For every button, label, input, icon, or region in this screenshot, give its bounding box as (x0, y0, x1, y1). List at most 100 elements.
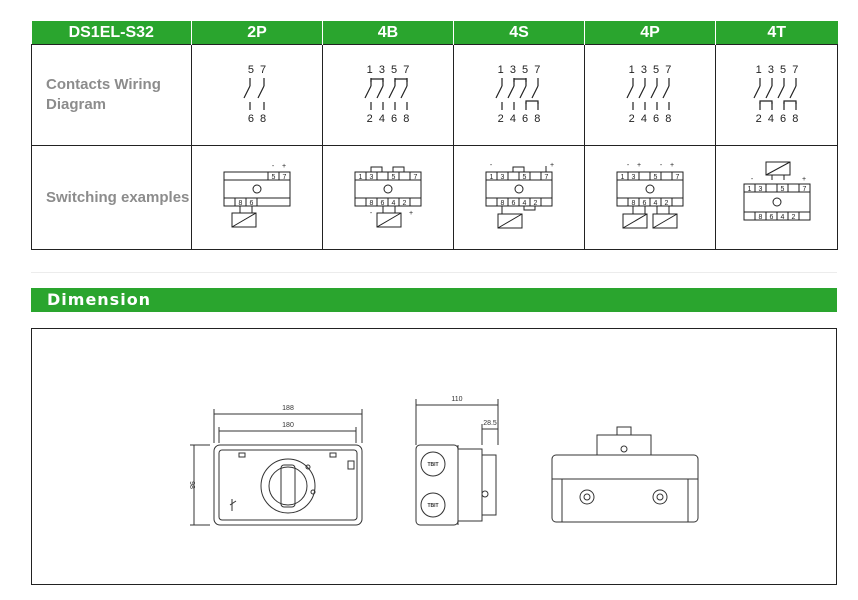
dimension-drawing-frame: 188 180 98 110 28.5 TBIT TBIT (31, 328, 837, 585)
switching-diagram-4s: 1 3 5 7 8 6 4 2 - + (485, 162, 554, 229)
terminal-number: 8 (758, 214, 762, 221)
column-header-4t: 4T (715, 21, 838, 45)
terminal-number: 5 (654, 174, 658, 181)
wiring-bottom-numbers: 2 4 6 8 (498, 113, 541, 125)
wiring-cell-4b: 1 3 5 7 2 4 6 8 (322, 44, 454, 147)
terminal-number: 7 (414, 174, 418, 181)
terminal-number: 3 (632, 174, 636, 181)
wiring-cell-4s: 1 3 5 7 2 4 6 8 (453, 44, 585, 147)
wiring-bottom-numbers: 6 8 (248, 113, 266, 125)
polarity-sign: + (670, 162, 674, 169)
terminal-number: 7 (545, 174, 549, 181)
terminal-number: 2 (534, 200, 538, 207)
terminal-number: 7 (676, 174, 680, 181)
switching-cell-4b: 1 3 5 7 8 6 4 2 - + (322, 145, 454, 250)
terminal-number: 4 (654, 200, 658, 207)
polarity-sign: + (282, 163, 286, 170)
terminal-number: 8 (370, 200, 374, 207)
wiring-top-numbers: 1 3 5 7 (367, 64, 410, 76)
wiring-cell-2p: 5 7 6 8 (191, 44, 323, 147)
specification-table: DS1EL-S32 2P 4B 4S 4P 4T Contacts Wiring… (31, 21, 838, 250)
terminal-number: 5 (780, 186, 784, 193)
terminal-number: 6 (512, 200, 516, 207)
polarity-sign: + (801, 176, 805, 183)
dimension-width-outer: 188 (282, 405, 294, 412)
switching-diagram-4t: 1 3 5 7 8 6 4 2 - + (743, 161, 810, 221)
dimension-handle: 28.5 (483, 420, 497, 427)
switching-diagram-4p: 1 3 5 7 8 6 4 2 - + - + (616, 162, 684, 229)
wiring-row-label: Contacts Wiring Diagram (31, 44, 192, 147)
terminal-number: 3 (758, 186, 762, 193)
polarity-sign: + (550, 162, 554, 169)
terminal-number: 2 (665, 200, 669, 207)
switching-cell-4s: 1 3 5 7 8 6 4 2 - + (453, 145, 585, 250)
polarity-sign: + (409, 210, 413, 217)
terminal-number: 7 (802, 186, 806, 193)
terminal-number: 8 (501, 200, 505, 207)
terminal-number: 4 (523, 200, 527, 207)
terminal-number: 3 (370, 174, 374, 181)
terminal-number: 1 (621, 174, 625, 181)
column-header-2p: 2P (191, 21, 323, 45)
switching-diagram-2p: 5 7 8 6 - + (223, 163, 291, 228)
column-header-4p: 4P (584, 21, 716, 45)
wiring-top-numbers: 1 3 5 7 (629, 64, 672, 76)
wiring-top-numbers: 1 3 5 7 (755, 64, 798, 76)
terminal-number: 2 (791, 214, 795, 221)
polarity-sign: - (370, 210, 373, 217)
terminal-number: 5 (523, 174, 527, 181)
section-divider (31, 272, 837, 273)
switching-cell-4t: 1 3 5 7 8 6 4 2 - + (715, 145, 838, 250)
wiring-bottom-numbers: 2 4 6 8 (629, 113, 672, 125)
contacts-diagram-2p: 5 7 6 8 (243, 64, 266, 125)
contacts-diagram-4t: 1 3 5 7 2 4 6 8 (752, 64, 798, 125)
dimension-height: 98 (188, 481, 195, 489)
terminal-number: 5 (392, 174, 396, 181)
wiring-cell-4t: 1 3 5 7 2 4 6 8 (715, 44, 838, 147)
front-view (190, 409, 363, 526)
polarity-sign: - (272, 163, 275, 170)
terminal-number: 6 (250, 200, 254, 207)
switching-row-label: Switching examples (31, 145, 192, 250)
contacts-diagram-4b: 1 3 5 7 2 4 6 8 (364, 64, 410, 125)
wiring-top-numbers: 5 7 (248, 64, 266, 76)
terminal-number: 4 (392, 200, 396, 207)
terminal-number: 5 (272, 174, 276, 181)
terminal-number: 1 (359, 174, 363, 181)
polarity-sign: - (750, 176, 753, 183)
terminal-number: 8 (239, 200, 243, 207)
model-header: DS1EL-S32 (31, 21, 192, 45)
terminal-number: 2 (403, 200, 407, 207)
polarity-sign: + (637, 162, 641, 169)
table-header-row: DS1EL-S32 2P 4B 4S 4P 4T (31, 21, 838, 45)
column-header-4b: 4B (322, 21, 454, 45)
side-view (415, 399, 499, 526)
wiring-cell-4p: 1 3 5 7 2 4 6 8 (584, 44, 716, 147)
terminal-number: 7 (283, 174, 287, 181)
terminal-number: 3 (501, 174, 505, 181)
switching-row: Switching examples 5 7 8 6 - + (31, 145, 838, 250)
polarity-sign: - (490, 162, 493, 169)
wiring-row: Contacts Wiring Diagram 5 7 6 8 1 3 5 7 … (31, 44, 838, 147)
terminal-number: 1 (490, 174, 494, 181)
dimension-drawing: 188 180 98 110 28.5 TBIT TBIT (188, 396, 699, 526)
dimension-title: Dimension (47, 290, 152, 309)
polarity-sign: - (660, 162, 663, 169)
wiring-top-numbers: 1 3 5 7 (498, 64, 541, 76)
switching-cell-4p: 1 3 5 7 8 6 4 2 - + - + (584, 145, 716, 250)
wiring-bottom-numbers: 2 4 6 8 (755, 113, 798, 125)
column-header-4s: 4S (453, 21, 585, 45)
dimension-section-header: Dimension (31, 288, 837, 312)
terminal-number: 1 (747, 186, 751, 193)
contacts-diagram-4p: 1 3 5 7 2 4 6 8 (626, 64, 672, 125)
dimension-depth: 110 (451, 396, 462, 403)
contacts-diagram-4s: 1 3 5 7 2 4 6 8 (495, 64, 541, 125)
badge-label: TBIT (427, 462, 438, 468)
terminal-number: 4 (780, 214, 784, 221)
wiring-bottom-numbers: 2 4 6 8 (367, 113, 410, 125)
terminal-number: 8 (632, 200, 636, 207)
terminal-number: 6 (643, 200, 647, 207)
terminal-number: 6 (381, 200, 385, 207)
switching-diagram-4b: 1 3 5 7 8 6 4 2 - + (354, 166, 422, 228)
dimension-width-inner: 180 (282, 422, 294, 429)
